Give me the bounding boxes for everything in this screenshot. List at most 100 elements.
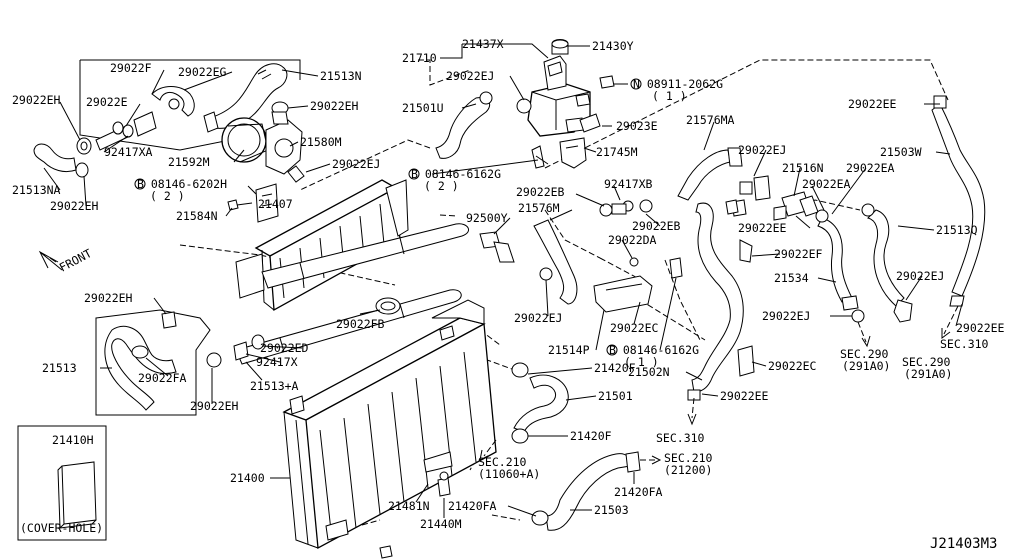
part-labels: 21710 21437X 21430Y 29022EJ N 08911-2062…	[12, 37, 1005, 535]
label-21710: 21710	[402, 51, 437, 65]
label-29023E: 29023E	[616, 119, 658, 133]
label-29022EJ-mid: 29022EJ	[332, 157, 380, 171]
label-21516N: 21516N	[782, 161, 824, 175]
label-21420FA-right: 21420FA	[614, 485, 663, 499]
label-21513: 21513	[42, 361, 77, 375]
label-08146-6162G-mid: B 08146-6162G	[609, 343, 699, 357]
front-arrow	[38, 250, 63, 271]
label-29022EA-right: 29022EA	[846, 161, 895, 175]
label-21534: 21534	[774, 271, 809, 285]
bracket-left-29022EH	[161, 311, 177, 329]
label-92500Y: 92500Y	[466, 211, 508, 225]
label-08911-2062G: N 08911-2062G	[633, 77, 723, 91]
water-outlet-21592M	[221, 117, 269, 163]
sec-290-left: SEC.290	[840, 347, 889, 361]
hose-21576M	[533, 200, 634, 305]
label-29022EB-right: 29022EB	[632, 219, 681, 233]
pipe-92417XA	[95, 111, 157, 151]
bolt-08911-2062G	[599, 75, 615, 89]
label-92417XA: 92417XA	[104, 145, 153, 159]
label-08146-6202H-qty: ( 2 )	[150, 189, 185, 203]
hose-21513NA	[33, 143, 77, 173]
label-21481N: 21481N	[388, 499, 430, 513]
label-29022EJ-far-right: 29022EJ	[896, 269, 944, 283]
sec-310-mid: SEC.310	[656, 431, 705, 445]
reservoir-21710	[527, 39, 601, 137]
label-21420F-lower: 21420F	[570, 429, 612, 443]
sec-290-right-sub: (291A0)	[904, 367, 952, 381]
label-29022FB: 29022FB	[336, 317, 385, 331]
label-21513A: 21513+A	[250, 379, 299, 393]
clamp-29022EE-mid	[725, 199, 739, 215]
hose-21513Q	[861, 203, 913, 323]
bolt-symbol-b	[134, 178, 146, 190]
label-29022EH-box: 29022EH	[84, 291, 133, 305]
label-08911-qty: ( 1 )	[652, 89, 687, 103]
label-29022ED: 29022ED	[260, 341, 309, 355]
label-cover-hole: (COVER-HOLE)	[20, 521, 103, 535]
label-21592M: 21592M	[168, 155, 210, 169]
hose-21502N	[687, 199, 755, 401]
nut-symbol	[630, 78, 642, 90]
label-21501U: 21501U	[402, 101, 444, 115]
label-08146-6162G-mid-qty: ( 1 )	[624, 355, 659, 369]
leader-lines	[43, 43, 963, 518]
sec-210-left: SEC.210	[478, 455, 527, 469]
hose-21501	[511, 362, 569, 444]
label-21430Y: 21430Y	[592, 39, 634, 53]
label-08146-6202H: B 08146-6202H	[137, 177, 227, 191]
bracket-21584N	[255, 183, 279, 223]
oil-cooler-21407	[235, 179, 409, 312]
label-29022EJ-lower-right: 29022EJ	[762, 309, 810, 323]
label-29022EJ-top: 29022EJ	[446, 69, 494, 83]
pipe-upper-21513N-connector	[203, 111, 219, 133]
label-29022EF: 29022EF	[774, 247, 823, 261]
label-21576MA: 21576MA	[686, 113, 735, 127]
label-21400: 21400	[230, 471, 265, 485]
label-29022EE-mid: 29022EE	[738, 221, 787, 235]
label-21420F-upper: 21420F	[594, 361, 636, 375]
bracket-21514P	[593, 275, 653, 313]
label-29022EA-mid: 29022EA	[802, 177, 851, 191]
hose-21503	[531, 451, 641, 531]
front-label: FRONT	[57, 246, 94, 275]
label-29022EE-top-right: 29022EE	[848, 97, 897, 111]
label-21513NA: 21513NA	[12, 183, 61, 197]
label-21513Q: 21513Q	[936, 223, 978, 237]
sec-290-left-sub: (291A0)	[842, 359, 890, 373]
label-21514P: 21514P	[548, 343, 590, 357]
label-29022EJ-lower-mid: 29022EJ	[514, 311, 562, 325]
section-references: SEC.290 (291A0) SEC.290 (291A0) SEC.310 …	[478, 337, 989, 481]
sec-310-right: SEC.310	[940, 337, 989, 351]
bolt-08146-6202H	[227, 199, 253, 211]
pipe-92500Y	[261, 223, 515, 289]
label-29022EH-upper: 29022EH	[310, 99, 359, 113]
bolt-symbol-c	[606, 344, 618, 356]
label-29022EB-left: 29022EB	[516, 185, 565, 199]
radiator-21400	[282, 299, 497, 559]
label-21410H: 21410H	[52, 433, 94, 447]
diagram-code: J21403M3	[930, 536, 997, 552]
label-21437X: 21437X	[462, 37, 504, 51]
hose-21534	[817, 217, 865, 323]
bolt-08146-6162G-mid	[669, 257, 683, 279]
label-29022EC-right: 29022EC	[768, 359, 817, 373]
clamp-29022EH-left	[75, 137, 92, 178]
hose-21501U	[435, 91, 493, 159]
label-21576M: 21576M	[518, 201, 560, 215]
label-29022FA: 29022FA	[138, 371, 187, 385]
label-21407: 21407	[258, 197, 293, 211]
sec-210-right: SEC.210	[664, 451, 713, 465]
drain-plug-21440M	[437, 471, 451, 497]
label-21584N: 21584N	[176, 209, 218, 223]
hose-21503W	[931, 95, 986, 307]
clamp-29022EJ-left-mid	[539, 267, 553, 281]
label-08146-6162G-top-qty: ( 2 )	[424, 179, 459, 193]
thermostat-housing-21580M	[265, 111, 305, 183]
label-29022DA: 29022DA	[608, 233, 657, 247]
label-29022EC-mid: 29022EC	[610, 321, 659, 335]
sec-290-right: SEC.290	[902, 355, 951, 369]
section-arrows	[479, 305, 959, 465]
label-29022EH-bottom: 29022EH	[190, 399, 239, 413]
